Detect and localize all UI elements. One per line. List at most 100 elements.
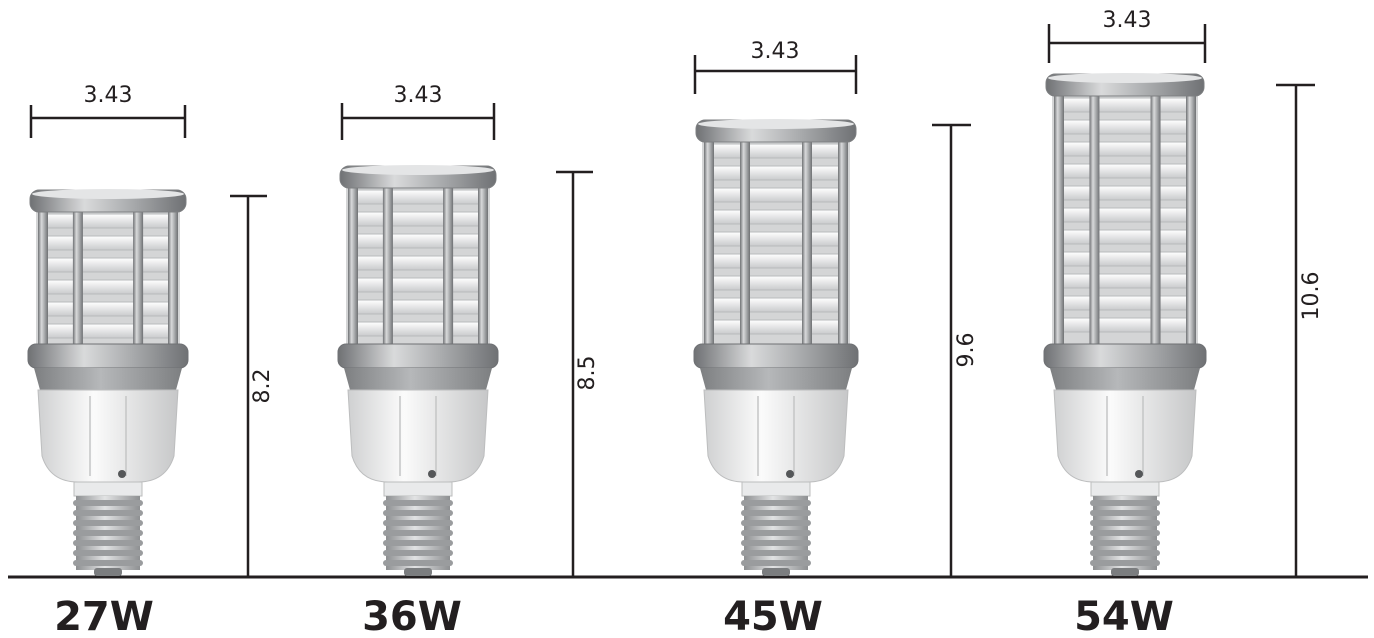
wattage-label: 45W (723, 594, 823, 638)
screw-thread (73, 540, 143, 546)
driver-housing (1053, 389, 1197, 483)
height-dimension: 8.5 (556, 170, 600, 577)
contact-tip (94, 568, 122, 576)
width-dimension: 3.43 (1047, 8, 1207, 63)
vent-hole (786, 470, 794, 478)
screw-thread (383, 520, 453, 526)
heat-fin (705, 319, 847, 335)
base-ring (337, 343, 499, 369)
heat-fin (349, 299, 487, 315)
screw-thread (73, 520, 143, 526)
top-cap-rim (342, 165, 494, 175)
lamp-body (1043, 73, 1207, 576)
rib (382, 184, 393, 344)
heat-fin (1055, 229, 1195, 245)
heat-fin (1055, 119, 1195, 135)
height-label: 10.6 (1299, 272, 1324, 321)
heat-fin (1055, 141, 1195, 157)
top-cap-rim (32, 189, 184, 199)
screw-thread (741, 500, 811, 506)
rib (478, 184, 488, 344)
screw-thread (741, 510, 811, 516)
screw-thread (383, 540, 453, 546)
heat-fin (1055, 185, 1195, 201)
neck (383, 481, 453, 497)
heat-fin (1055, 295, 1195, 311)
screw-thread (383, 560, 453, 566)
top-cap-rim (1048, 73, 1202, 83)
width-dimension: 3.43 (29, 83, 187, 138)
height-label: 8.2 (250, 369, 275, 404)
screw-thread (741, 520, 811, 526)
width-dimension: 3.43 (693, 39, 858, 94)
width-label: 3.43 (84, 83, 133, 108)
heat-fin (1055, 97, 1195, 113)
vent-hole (118, 470, 126, 478)
heat-fin (705, 187, 847, 203)
heat-fin (39, 235, 177, 251)
width-label: 3.43 (751, 39, 800, 64)
wattage-label: 27W (54, 594, 154, 638)
lamp-45w: 3.43 9.6 45W (693, 39, 979, 638)
vent-hole (428, 470, 436, 478)
wattage-label: 36W (362, 594, 462, 638)
heat-fin (39, 323, 177, 339)
lamp-body (337, 165, 499, 576)
rib (72, 208, 83, 344)
screw-thread (383, 550, 453, 556)
heat-fin (705, 297, 847, 313)
screw-thread (1090, 540, 1160, 546)
rib (168, 208, 178, 344)
screw-thread (1090, 520, 1160, 526)
neck (73, 481, 143, 497)
lamp-54w: 3.43 10.6 54W (1043, 8, 1324, 638)
collar (344, 368, 492, 390)
screw-thread (1090, 530, 1160, 536)
screw-thread (73, 510, 143, 516)
heat-fin (1055, 251, 1195, 267)
collar (700, 368, 852, 390)
lamp-36w: 3.43 8.5 36W (337, 83, 600, 638)
heat-fin (39, 279, 177, 295)
height-dimension: 10.6 (1276, 83, 1324, 577)
vent-hole (1135, 470, 1143, 478)
screw-thread (1090, 560, 1160, 566)
screw-thread (741, 540, 811, 546)
rib (1150, 92, 1161, 344)
collar (34, 368, 182, 390)
base-ring (693, 343, 859, 369)
heat-fin (705, 231, 847, 247)
screw-thread (383, 510, 453, 516)
rib (133, 208, 144, 344)
height-label: 8.5 (575, 356, 600, 391)
heat-fin (705, 253, 847, 269)
collar (1050, 368, 1200, 390)
top-cap-rim (698, 119, 854, 129)
heat-fin (1055, 163, 1195, 179)
heat-fin (39, 301, 177, 317)
lamp-body (27, 189, 189, 576)
width-label: 3.43 (1103, 8, 1152, 33)
heat-fin (349, 321, 487, 337)
heat-fin (705, 143, 847, 159)
width-label: 3.43 (394, 83, 443, 108)
heat-fin (349, 189, 487, 205)
driver-housing (37, 389, 179, 483)
screw-thread (383, 530, 453, 536)
screw-thread (73, 550, 143, 556)
heat-fin (705, 275, 847, 291)
rib (802, 138, 812, 344)
rib (1054, 92, 1064, 344)
heat-fin (39, 213, 177, 229)
rib (1089, 92, 1100, 344)
rib (740, 138, 750, 344)
heat-fin (1055, 207, 1195, 223)
height-dimension: 9.6 (932, 123, 979, 577)
rib (38, 208, 48, 344)
screw-thread (1090, 510, 1160, 516)
heat-fin (705, 209, 847, 225)
lamp-body (693, 119, 859, 576)
contact-tip (404, 568, 432, 576)
rib (1186, 92, 1196, 344)
